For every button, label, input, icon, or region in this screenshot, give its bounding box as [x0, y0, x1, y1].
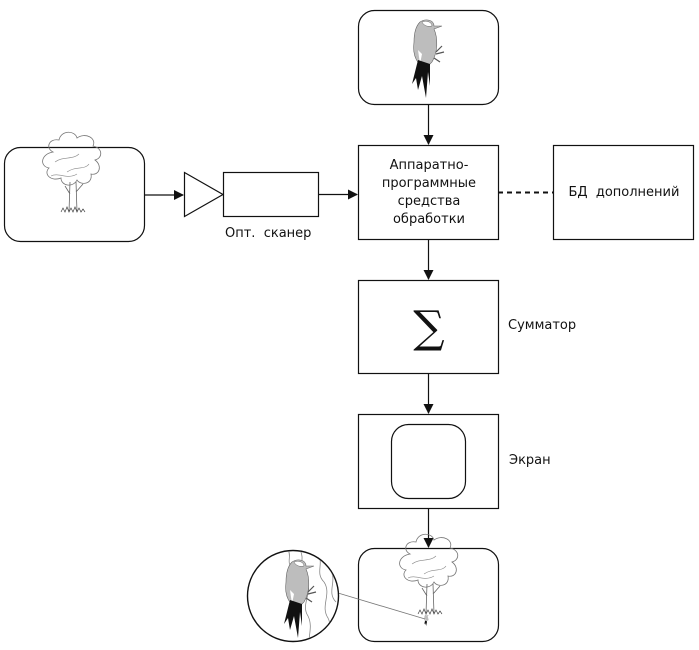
optical-scanner-label: Опт. сканер — [225, 226, 312, 241]
screen-label: Экран — [509, 453, 551, 468]
screen-icon — [390, 423, 467, 500]
processing-label-line-1: Аппаратно- — [389, 158, 469, 173]
sigma-icon: ∑ — [413, 302, 445, 353]
processing-label: Аппаратно- программные средства обработк… — [359, 146, 499, 240]
summator-label: Сумматор — [508, 318, 577, 333]
tree-source-box — [3, 146, 146, 243]
processing-label-line-4: обработки — [392, 212, 466, 227]
result-box — [357, 547, 500, 643]
processing-label-line-2: программные — [381, 176, 477, 191]
callout-line — [337, 592, 426, 620]
summator-box — [357, 279, 500, 375]
addons-db-box — [552, 144, 695, 241]
optical-scanner-box — [222, 171, 320, 218]
addons-db-label: БД дополнений — [568, 185, 680, 200]
magnifier-circle — [246, 549, 340, 643]
amplifier-triangle-icon — [183, 171, 225, 218]
processing-label-line-3: средства — [397, 194, 461, 209]
